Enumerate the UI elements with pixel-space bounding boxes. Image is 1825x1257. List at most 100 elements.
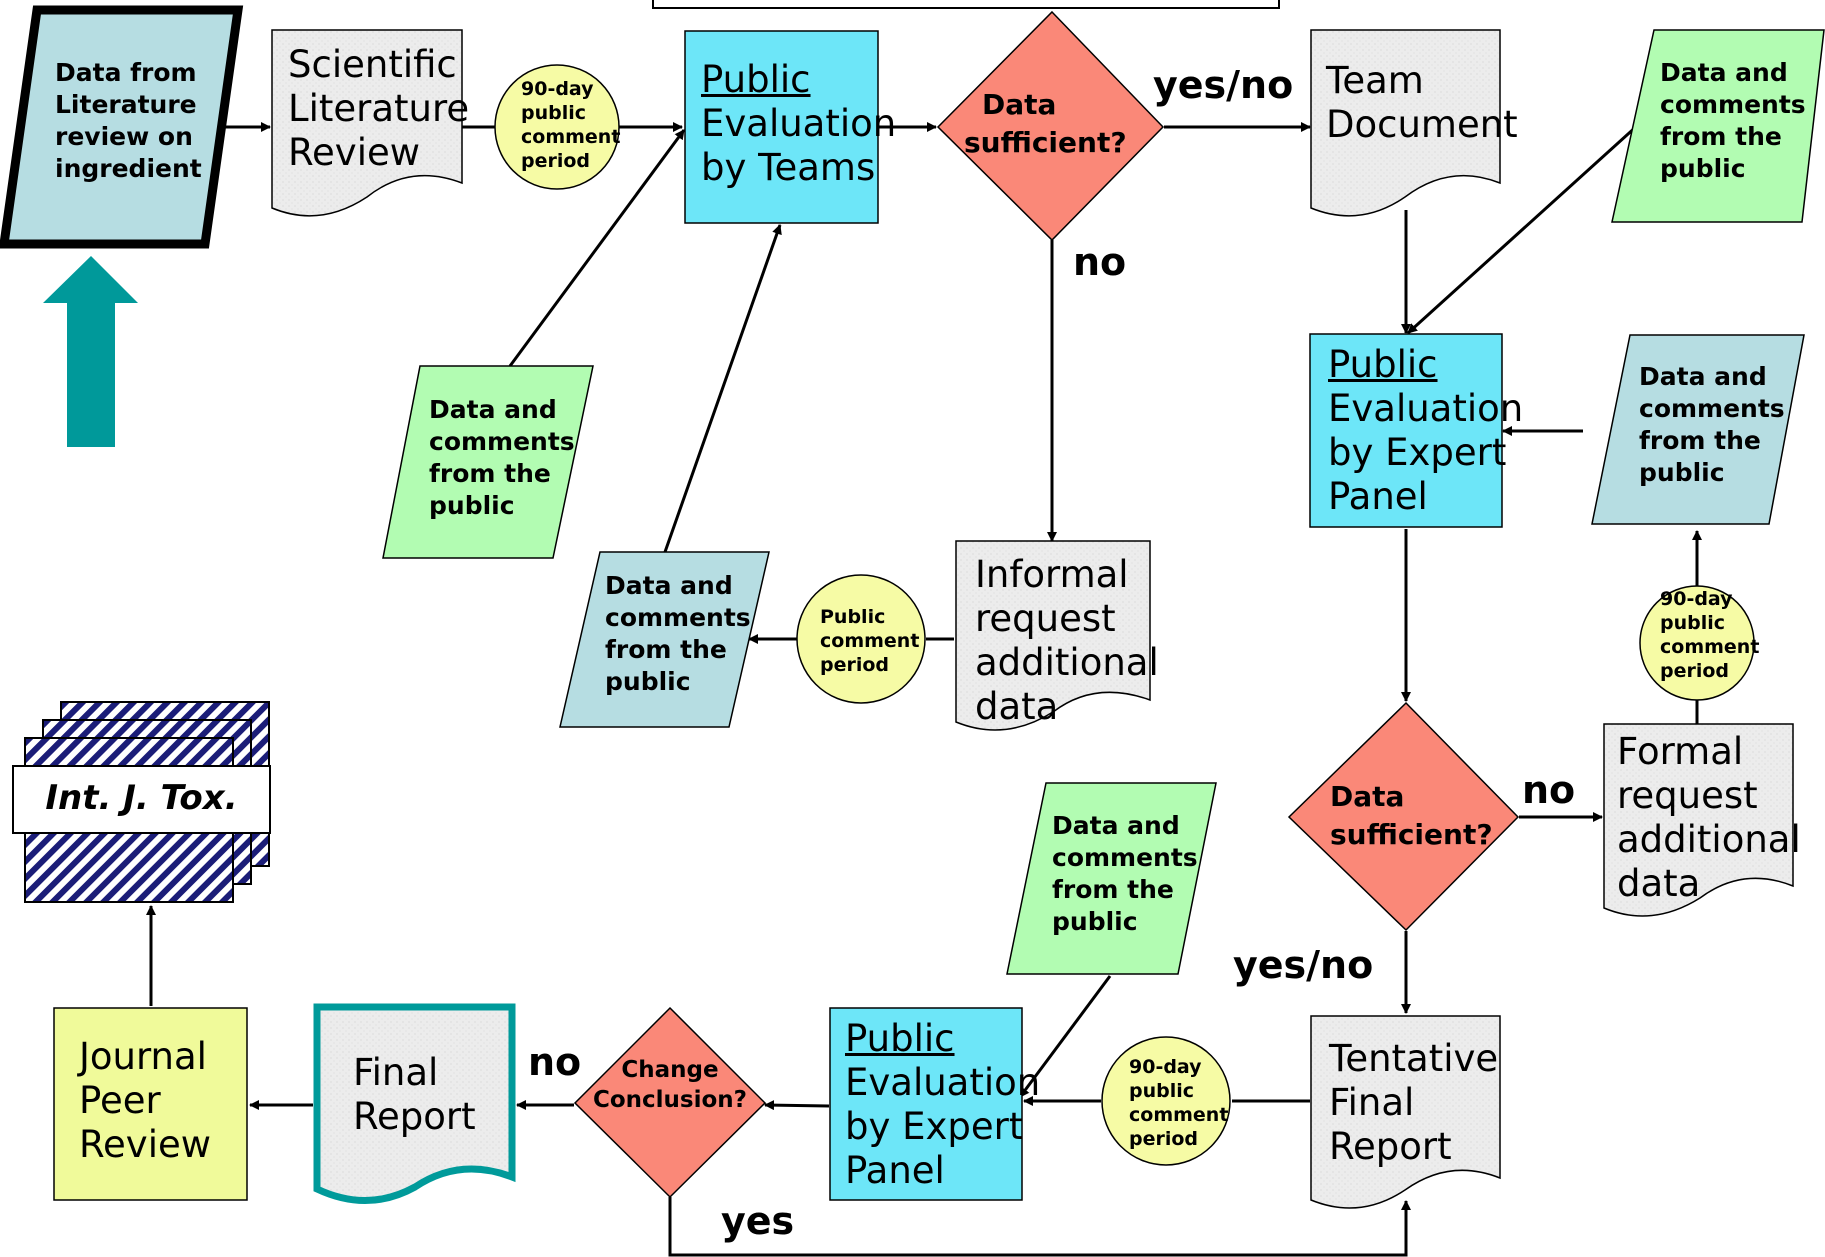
- edge-label-yes-no-top: yes/no: [1153, 63, 1294, 107]
- team-doc-shape: [1310, 29, 1501, 217]
- literature-data-shape: [0, 5, 244, 249]
- comment-1-shape: [494, 64, 620, 190]
- journal-review-label: Journal Peer Review: [79, 1035, 211, 1167]
- text-line: Panel: [845, 1149, 945, 1192]
- public-data-blue1-label: Data and comments from the public: [605, 570, 751, 698]
- text-line: public: [1660, 612, 1726, 634]
- text-line: period: [521, 150, 591, 172]
- text-line: Tentative: [1329, 1037, 1499, 1080]
- text-line: ingredient: [55, 154, 202, 183]
- text-line: public: [1129, 1080, 1195, 1102]
- text-line: Literature: [55, 90, 197, 119]
- tentative-report-shape: [1310, 1015, 1501, 1209]
- text-line: Data and: [429, 395, 557, 424]
- text-line: Data: [1330, 780, 1405, 813]
- informal-request-label: Informal request additional data: [975, 553, 1159, 729]
- text-line: request: [975, 597, 1116, 640]
- text-line: Data and: [1052, 811, 1180, 840]
- formal-request-label: Formal request additional data: [1617, 730, 1801, 906]
- comment-2-shape: [796, 574, 926, 704]
- text-line: comments: [1660, 90, 1806, 119]
- text-line: Review: [79, 1123, 212, 1166]
- text-line: Evaluation: [1328, 387, 1524, 430]
- expert-eval-2-shape: [829, 1007, 1023, 1201]
- text-line: review on: [55, 122, 193, 151]
- edge-label-no-top: no: [1073, 240, 1127, 284]
- public-data-mid-shape: [382, 365, 594, 559]
- public-data-blue2-shape: [1591, 334, 1805, 525]
- public-data-blue1-shape: [559, 551, 770, 728]
- text-line: public: [521, 102, 587, 124]
- public-link[interactable]: Public: [1328, 343, 1438, 386]
- text-line: Review: [288, 131, 421, 174]
- sci-review-label: Scientific Literature Review: [288, 43, 469, 175]
- edge-label-yes-no-right: yes/no: [1233, 943, 1374, 987]
- text-line: public: [1660, 154, 1746, 183]
- informal-request-shape: [955, 540, 1151, 731]
- expert-eval-2-label: Public Evaluation by Expert Panel: [845, 1017, 1040, 1193]
- text-line: public: [605, 667, 691, 696]
- public-link[interactable]: Public: [701, 58, 811, 101]
- text-line: from the: [1660, 122, 1782, 151]
- text-line: from the: [1052, 875, 1174, 904]
- public-data-blue2-label: Data and comments from the public: [1639, 361, 1785, 489]
- formal-request-shape: [1603, 723, 1794, 917]
- decision-1-label: Data sufficient?: [964, 86, 1127, 162]
- edge-public-to-teams: [508, 129, 686, 367]
- text-line: 90-day: [1660, 588, 1733, 610]
- text-line: Evaluation: [845, 1061, 1041, 1104]
- text-line: by Teams: [701, 146, 876, 189]
- comment-2-label: Public comment period: [820, 605, 919, 677]
- text-line: Document: [1326, 103, 1518, 146]
- text-line: Report: [1329, 1125, 1452, 1168]
- teams-eval-shape: [684, 30, 879, 224]
- text-line: public: [1052, 907, 1138, 936]
- decision-1-shape: [936, 10, 1165, 242]
- edge-public-tr-to-expert: [1406, 123, 1640, 335]
- text-line: sufficient?: [1330, 818, 1493, 851]
- decision-3-shape: [573, 1006, 767, 1199]
- journal-stack-shape: [12, 701, 271, 903]
- text-line: comments: [605, 603, 751, 632]
- public-link[interactable]: Public: [845, 1017, 955, 1060]
- text-line: public: [429, 491, 515, 520]
- text-line: Report: [353, 1095, 476, 1138]
- text-line: Final: [1329, 1081, 1415, 1124]
- comment-4-shape: [1101, 1036, 1231, 1166]
- text-line: Informal: [975, 553, 1129, 596]
- text-line: comment: [521, 126, 621, 148]
- journal-stack-title: Int. J. Tox.: [45, 778, 238, 818]
- expert-eval-1-label: Public Evaluation by Expert Panel: [1328, 343, 1523, 519]
- text-line: additional: [975, 641, 1159, 684]
- final-report-label: Final Report: [353, 1051, 476, 1139]
- edge-yes-loop: [668, 1197, 1411, 1257]
- text-line: Data: [982, 88, 1057, 121]
- team-doc-label: Team Document: [1326, 59, 1518, 147]
- text-line: additional: [1617, 818, 1801, 861]
- comment-1-label: 90-day public comment period: [521, 77, 620, 173]
- text-line: public: [1639, 458, 1725, 487]
- expert-eval-1-shape: [1309, 333, 1503, 528]
- edge-expert2-to-decision: [764, 1100, 830, 1111]
- literature-data-label: Data from Literature review on ingredien…: [55, 57, 202, 185]
- text-line: by Expert: [845, 1105, 1024, 1148]
- text-line: period: [820, 654, 890, 676]
- edge-label-no-bottom: no: [528, 1040, 582, 1084]
- sci-review-shape: [271, 29, 463, 217]
- text-line: period: [1129, 1128, 1199, 1150]
- text-line: Change: [621, 1057, 719, 1083]
- text-line: Data and: [605, 571, 733, 600]
- edge-blue-to-teams: [663, 224, 782, 553]
- text-line: Evaluation: [701, 102, 897, 145]
- text-line: by Expert: [1328, 431, 1507, 474]
- public-data-tr-label: Data and comments from the public: [1660, 57, 1806, 185]
- text-line: Journal: [79, 1035, 207, 1078]
- tentative-report-label: Tentative Final Report: [1329, 1037, 1498, 1169]
- text-line: comments: [1639, 394, 1785, 423]
- text-line: 90-day: [1129, 1056, 1202, 1078]
- text-line: comment: [1129, 1104, 1229, 1126]
- text-line: Team: [1326, 59, 1424, 102]
- text-line: Final: [353, 1051, 439, 1094]
- text-line: Data and: [1660, 58, 1788, 87]
